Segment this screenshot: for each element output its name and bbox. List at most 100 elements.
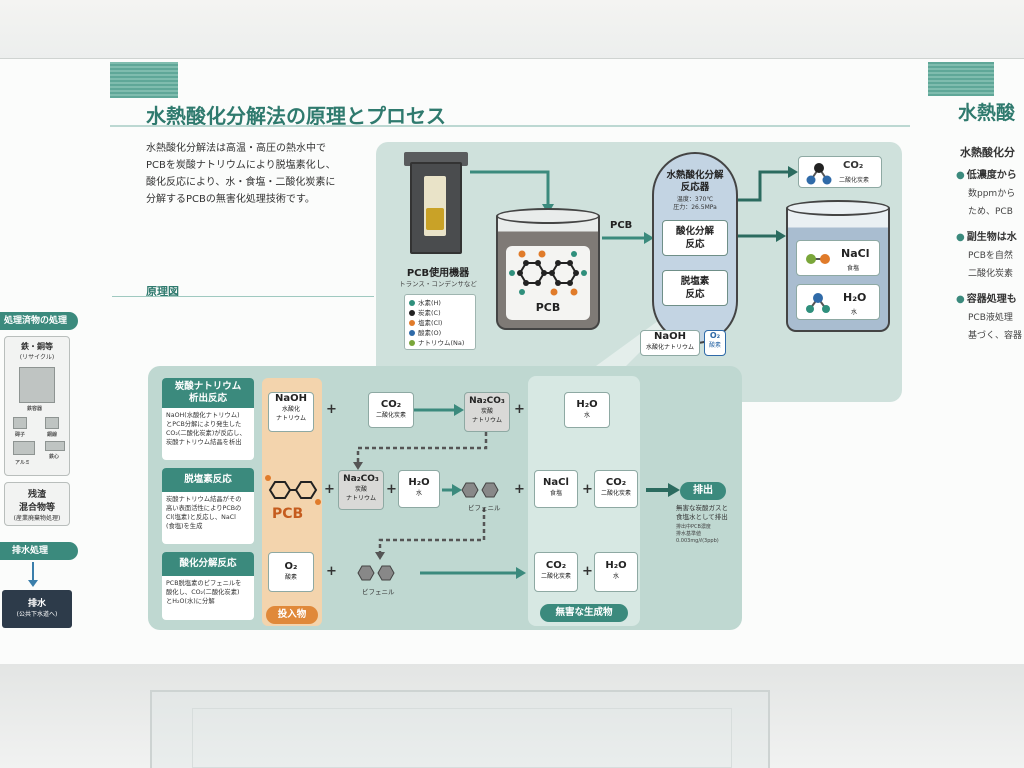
biphenyl-label-1: ビフェニル (468, 504, 501, 512)
aluminum-icon (13, 441, 35, 455)
exhaust-badge: 排出 (680, 482, 726, 500)
oxidation-box: 酸化分解 反応 (662, 220, 728, 256)
right-text-5: PCB液処理 (968, 313, 1013, 323)
co2-card-1: CO₂ 二酸化炭素 (368, 392, 414, 428)
title-accent-bar (110, 62, 178, 98)
atom-legend: 水素(H) 炭素(C) 塩素(Cl) 酸素(O) ナトリウム(Na) (404, 294, 476, 350)
reactor-pressure: 圧力：26.5MPa (673, 204, 717, 211)
reactor: 水熱酸化分解 反応器 温度：370℃ 圧力：26.5MPa 酸化分解 反応 脱塩… (652, 152, 738, 344)
pcb-tank-label: PCB (535, 301, 561, 314)
co2-card-2: CO₂ 二酸化炭素 (594, 470, 638, 508)
output-tank: NaCl 食塩 H₂O 水 (786, 200, 890, 332)
section-dechlorination: 脱塩素反応 炭酸ナトリウム結晶がその 高い表面活性によりPCBの Cl(塩素)と… (162, 468, 254, 544)
carbon-dot-icon (409, 310, 415, 316)
right-text-1: 数ppmから (968, 189, 1016, 199)
h2o-output-formula: H₂O (843, 291, 867, 304)
intro-line-1: 水熱酸化分解法は高温・高圧の熱水中で (146, 143, 326, 154)
section-carbonate-title: 炭酸ナトリウム 析出反応 (162, 378, 254, 408)
iron-core-icon (45, 441, 65, 451)
metals-title: 鉄・銅等 (21, 342, 53, 351)
item-iron-container: 鉄容器 (27, 406, 43, 412)
h2o-output-name: 水 (851, 309, 858, 316)
right-text-2: ため、PCB (968, 207, 1013, 217)
right-bullet-3: 容器処理も (956, 290, 1017, 305)
exhaust-text: 無害な炭酸ガスと 食塩水として排出 (676, 504, 728, 521)
plus-sign: + (582, 564, 593, 579)
pcb-molecule-icon (509, 250, 587, 296)
reactor-spec: 温度：370℃ 圧力：26.5MPa (654, 196, 736, 212)
h2o-card-3: H₂O 水 (594, 552, 638, 592)
pcb-molecule-card: PCB (506, 246, 590, 320)
input-label: 投入物 (266, 606, 318, 624)
item-copper-wire: 銅線 (47, 432, 58, 438)
section-oxidation-title: 酸化分解反応 (162, 552, 254, 576)
right-title-accent-bar (928, 62, 994, 96)
residue-box: 残渣 混合物等 (産業廃棄物処理) (4, 482, 70, 526)
insulator-icon (13, 417, 27, 429)
legend-sodium: ナトリウム(Na) (409, 338, 471, 348)
naoh-card: NaOH 水酸化 ナトリウム (268, 392, 314, 432)
legend-chlorine: 塩素(Cl) (409, 318, 471, 328)
plus-sign: + (324, 482, 335, 497)
reactor-title: 水熱酸化分解 反応器 (666, 170, 724, 193)
co2-output-card: CO₂ 二酸化炭素 (798, 156, 882, 188)
co2-output-name: 二酸化炭素 (839, 177, 870, 184)
down-arrow (32, 562, 34, 582)
machine-sub: トランス・コンデンサなど (399, 280, 477, 288)
nacl-output-card: NaCl 食塩 (796, 240, 880, 276)
copper-wire-icon (45, 417, 59, 429)
intro-text: 水熱酸化分解法は高温・高圧の熱水中で PCBを炭酸ナトリウムにより脱塩素化し、 … (146, 140, 376, 208)
pcb-arrow-label: PCB (610, 220, 633, 231)
co2-molecule-icon (806, 163, 832, 185)
legend-hydrogen: 水素(H) (409, 298, 471, 308)
item-iron-core: 鉄心 (49, 454, 60, 460)
page-title: 水熱酸化分解法の原理とプロセス (146, 104, 446, 128)
wastewater-tab: 排水処理 (0, 542, 78, 560)
pcb-input-label: PCB (272, 506, 304, 522)
diagram-rule (112, 296, 374, 297)
drain-box: 排水 (公共下水道へ) (2, 590, 72, 628)
metals-sub: (リサイクル) (19, 354, 55, 361)
intro-line-3: 酸化反応により、水・食塩・二酸化炭素に (146, 177, 336, 188)
right-text-3: PCBを自然 (968, 251, 1013, 261)
nacl-output-formula: NaCl (841, 247, 870, 260)
biphenyl-label-2: ビフェニル (362, 588, 395, 596)
right-bullet-1: 低濃度から (956, 166, 1017, 181)
products-label: 無害な生成物 (540, 604, 628, 622)
plus-sign: + (326, 564, 337, 579)
right-heading: 水熱酸化分 (960, 146, 1015, 159)
section-dechlorination-body: 炭酸ナトリウム結晶がその 高い表面活性によりPCBの Cl(塩素)と反応し、Na… (166, 496, 242, 530)
left-panel: 処理済物の処理 鉄・銅等 (リサイクル) 鉄容器 碍子 銅線 アルミ 鉄心 残渣… (0, 296, 78, 636)
section-tab-treated: 処理済物の処理 (0, 312, 78, 330)
nacl-card: NaCl 食塩 (534, 470, 578, 508)
h2o-output-card: H₂O 水 (796, 284, 880, 320)
pcb-device-illustration (400, 152, 472, 262)
right-panel: 水熱酸 水熱酸化分 低濃度から 数ppmから ため、PCB 副生物は水 PCBを… (922, 62, 1024, 362)
section-dechlorination-title: 脱塩素反応 (162, 468, 254, 492)
dechlorination-box: 脱塩素 反応 (662, 270, 728, 306)
iron-container-icon (19, 367, 55, 403)
pcb-tank: PCB (496, 208, 600, 330)
residue-sub: (産業廃棄物処理) (13, 515, 61, 522)
nacl-output-name: 食塩 (847, 265, 860, 272)
plus-sign: + (326, 402, 337, 417)
plus-sign: + (514, 402, 525, 417)
exhaust-note: 排出中PCB濃度 排水基準値 0.003mg/ℓ(3ppb) (676, 524, 719, 544)
oxygen-dot-icon (409, 330, 415, 336)
hydrogen-dot-icon (409, 300, 415, 306)
floor (0, 664, 1024, 768)
co2-output-formula: CO₂ (843, 160, 864, 171)
down-arrow-head (28, 580, 38, 587)
section-oxidation-body: PCB脱塩素のビフェニルを 酸化し、CO₂(二酸化炭素) とH₂O(水)に分解 (166, 580, 242, 605)
o2-input-card: O₂ 酸素 (704, 330, 726, 356)
h2o-molecule-icon (806, 293, 830, 313)
nacl-molecule-icon (806, 254, 830, 264)
residue-title-2: 混合物等 (18, 503, 55, 513)
drain-title: 排水 (27, 599, 46, 609)
wall (0, 0, 1024, 60)
diagram-label: 原理図 (146, 285, 179, 298)
right-bullet-2: 副生物は水 (956, 228, 1017, 243)
item-aluminum: アルミ (15, 460, 30, 466)
intro-line-4: 分解するPCBの無害化処理技術です。 (146, 194, 315, 205)
na2co3-card-1: Na₂CO₃ 炭酸 ナトリウム (464, 392, 510, 432)
